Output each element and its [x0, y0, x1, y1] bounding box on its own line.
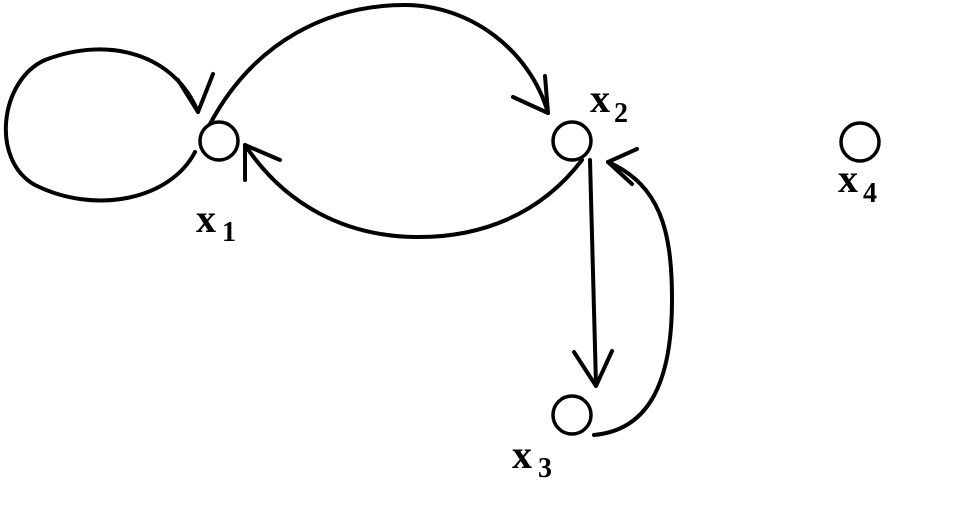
node-label-x1: x 1 — [196, 196, 236, 248]
node-label-x1-main: x — [196, 196, 216, 241]
edge-x3-x2 — [592, 147, 674, 437]
node-label-x4: x 4 — [838, 156, 877, 209]
node-label-x2-sub: 2 — [614, 98, 628, 129]
node-label-x2-main: x — [590, 76, 610, 121]
node-x4 — [839, 121, 881, 163]
node-label-x3-main: x — [512, 432, 532, 477]
node-label-x1-sub: 1 — [222, 217, 236, 248]
node-label-x3-sub: 3 — [538, 453, 552, 484]
edge-x1-x1 — [3, 47, 215, 203]
edge-x2-x3 — [572, 158, 614, 388]
edge-x2-x1 — [243, 143, 584, 240]
node-label-x4-sub: 4 — [863, 178, 877, 209]
node-x1 — [198, 120, 240, 162]
node-x3 — [551, 394, 593, 436]
node-label-x2: x 2 — [590, 76, 628, 129]
edge-x1-x2 — [208, 3, 550, 126]
node-label-x3: x 3 — [512, 432, 552, 484]
node-label-x4-main: x — [838, 156, 858, 201]
node-x2 — [551, 120, 593, 162]
